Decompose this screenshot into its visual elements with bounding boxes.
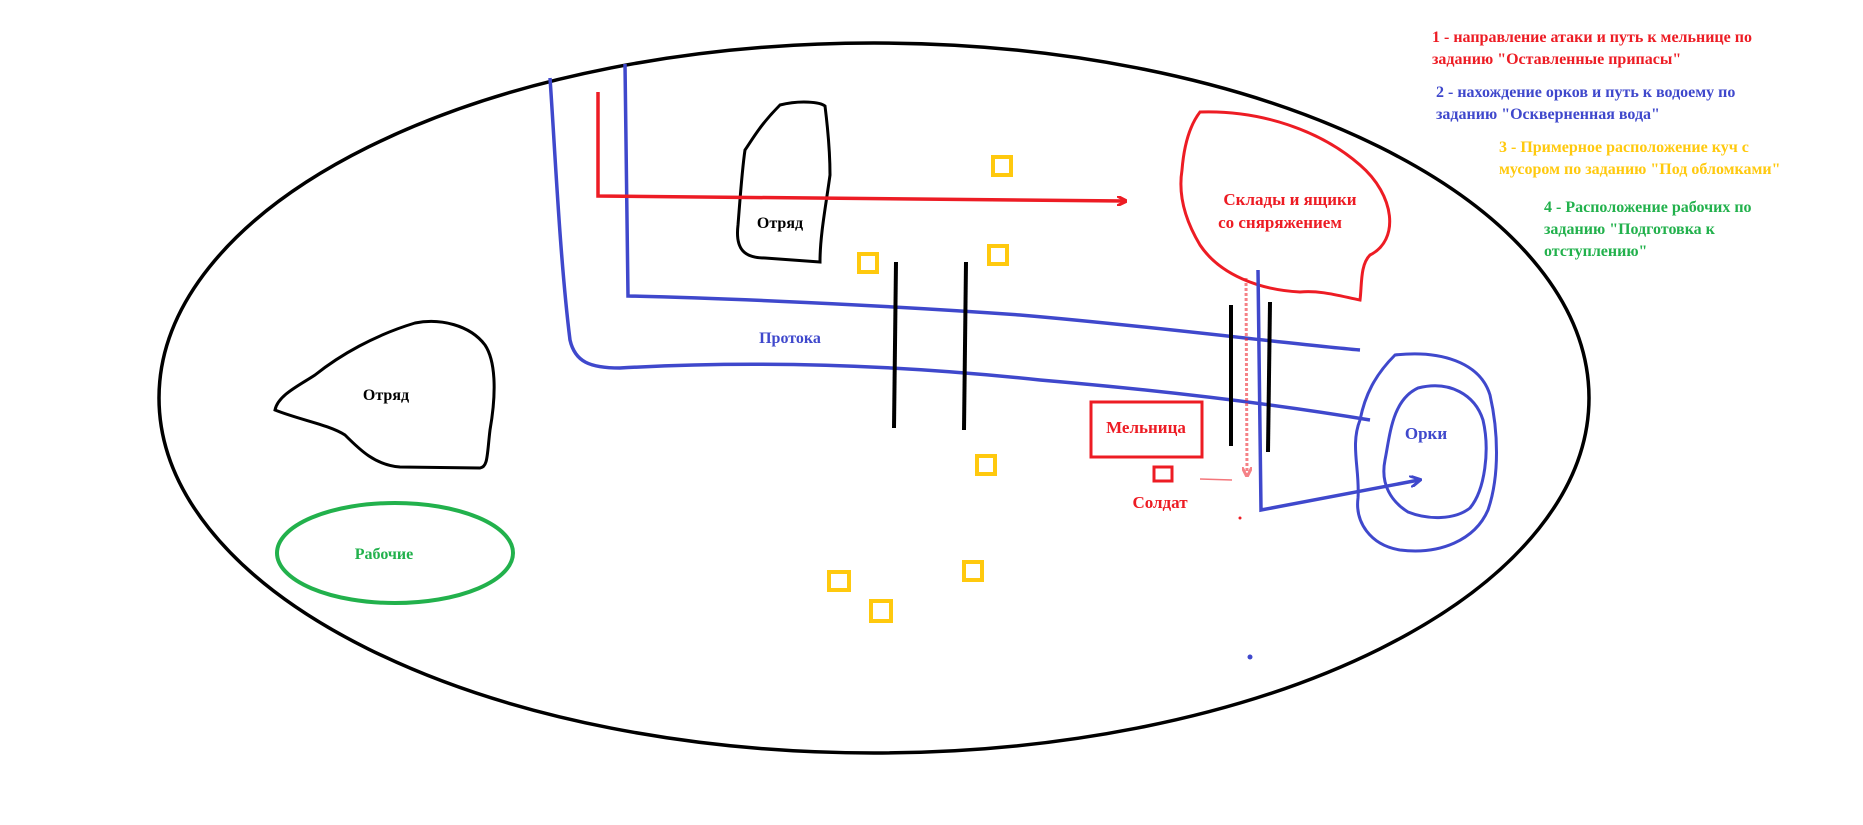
channel-line-outer — [548, 77, 1371, 422]
squad-upper-label: Отряд — [757, 215, 803, 232]
warehouses-label-line2: со сняряжением — [1218, 213, 1342, 232]
legend-item-4-line-3: отступлению" — [1544, 243, 1647, 260]
soldier-marker — [1152, 465, 1174, 483]
workers-ellipse — [275, 501, 515, 605]
legend-item-3-line-2: мусором по заданию "Под обломками" — [1499, 161, 1781, 178]
legend: 1 - направление атаки и путь к мельнице … — [1432, 29, 1781, 260]
soldier-pointer — [1199, 478, 1233, 481]
warehouses-label-line1: Склады и ящики — [1223, 190, 1356, 209]
debris-marker — [975, 454, 997, 476]
channel-label: Протока — [759, 330, 821, 347]
orcs-path — [1256, 269, 1419, 513]
mill-label: Мельница — [1106, 418, 1186, 437]
debris-marker — [962, 560, 984, 582]
legend-item-4-line-1: 4 - Расположение рабочих по — [1544, 199, 1752, 216]
attack-path — [596, 92, 1125, 201]
warehouses-blob — [1179, 110, 1392, 302]
orcs-inner-blob — [1382, 384, 1488, 520]
debris-marker — [987, 244, 1009, 266]
blue-dot — [1247, 654, 1253, 660]
debris-marker — [857, 252, 879, 274]
bridge-line-4 — [1266, 301, 1272, 453]
legend-item-1-line-2: заданию "Оставленные припасы" — [1432, 51, 1681, 68]
legend-item-2-line-1: 2 - нахождение орков и путь к водоему по — [1436, 84, 1735, 101]
workers-label: Рабочие — [355, 546, 414, 563]
squad-upper-blob — [735, 100, 832, 264]
orcs-outer-blob — [1354, 352, 1498, 553]
legend-item-2-line-2: заданию "Оскверненная вода" — [1436, 106, 1660, 123]
debris-marker — [991, 155, 1013, 177]
warehouse-to-mill-path — [1246, 277, 1247, 475]
legend-item-1-line-1: 1 - направление атаки и путь к мельнице … — [1432, 29, 1752, 46]
squad-left-label: Отряд — [363, 387, 409, 404]
soldier-label: Солдат — [1132, 493, 1188, 512]
debris-marker — [827, 570, 851, 592]
legend-item-3-line-1: 3 - Примерное расположение куч с — [1499, 139, 1749, 156]
bridge-line-1 — [892, 261, 898, 429]
squad-left-blob — [273, 319, 496, 470]
debris-marker — [869, 599, 893, 623]
mill-box — [1089, 400, 1204, 459]
debris-markers — [827, 155, 1013, 623]
legend-item-4-line-2: заданию "Подготовка к — [1544, 221, 1716, 238]
bridge-line-2 — [962, 261, 968, 431]
red-dot — [1238, 516, 1242, 520]
island-outline — [157, 41, 1591, 755]
orcs-label: Орки — [1405, 424, 1447, 443]
